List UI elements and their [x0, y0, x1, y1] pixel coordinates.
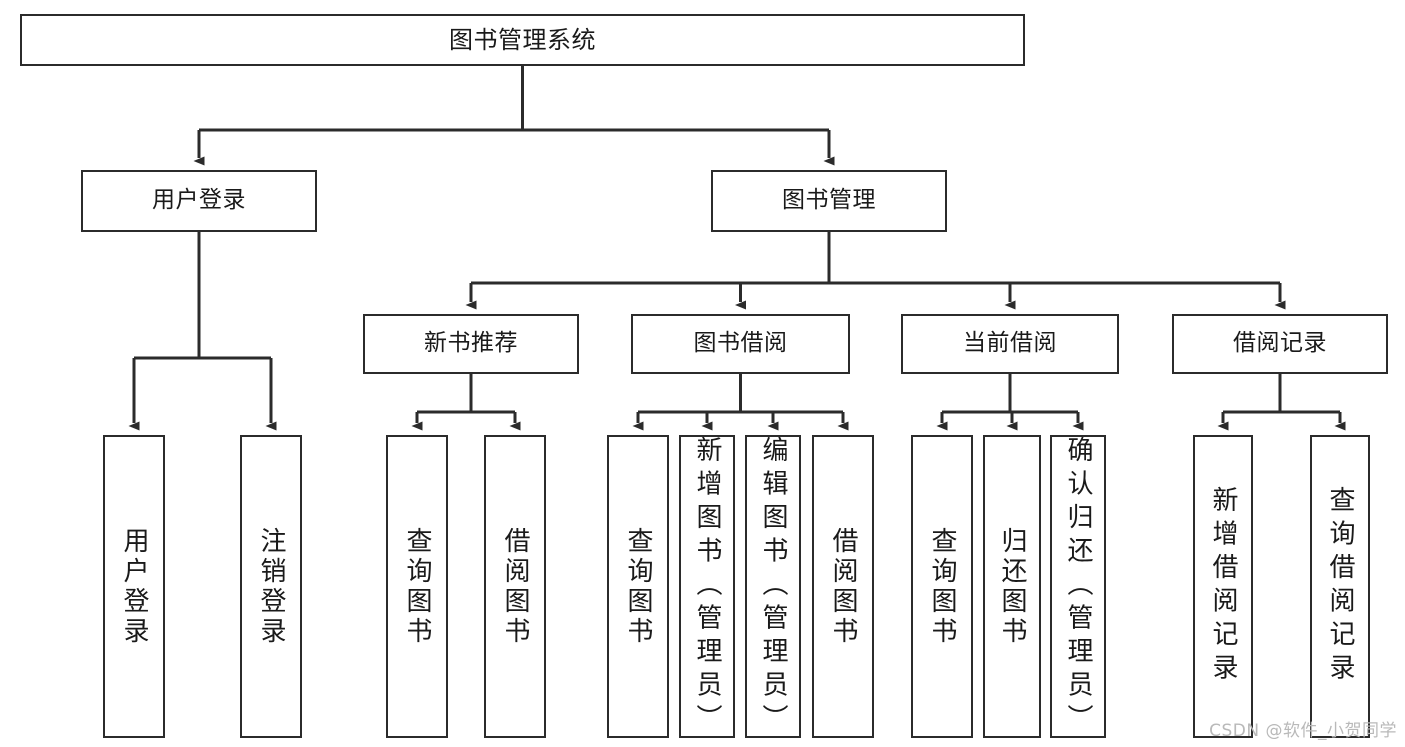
node-label: 新书推荐 — [424, 330, 518, 357]
node-label: 用户登录 — [119, 526, 149, 647]
node-leaf-user-login: 用户登录 — [103, 435, 165, 738]
node-label: 用户登录 — [152, 187, 246, 214]
node-label: 查询图书 — [927, 526, 957, 647]
node-label: 编辑图书（管理员） — [758, 435, 788, 738]
node-label: 图书借阅 — [693, 330, 788, 357]
node-leaf-query-3: 查询图书 — [911, 435, 973, 738]
node-label: 注销登录 — [256, 526, 286, 647]
node-label: 查询借阅记录 — [1325, 486, 1355, 687]
node-book-manage: 图书管理 — [711, 170, 947, 232]
node-label: 查询图书 — [623, 526, 653, 647]
node-leaf-borrow-2: 借阅图书 — [812, 435, 874, 738]
node-leaf-query-2: 查询图书 — [607, 435, 669, 738]
node-current-borrow: 当前借阅 — [901, 314, 1119, 374]
node-root: 图书管理系统 — [20, 14, 1025, 66]
node-label: 当前借阅 — [963, 330, 1057, 357]
node-leaf-add-rec: 新增借阅记录 — [1193, 435, 1253, 738]
node-leaf-return: 归还图书 — [983, 435, 1041, 738]
node-leaf-query-rec: 查询借阅记录 — [1310, 435, 1370, 738]
node-leaf-logout: 注销登录 — [240, 435, 302, 738]
node-leaf-add-book: 新增图书（管理员） — [679, 435, 735, 738]
node-label: 新增借阅记录 — [1208, 486, 1238, 687]
node-user-login: 用户登录 — [81, 170, 317, 232]
node-label: 确认归还（管理员） — [1063, 435, 1093, 738]
node-leaf-confirm: 确认归还（管理员） — [1050, 435, 1106, 738]
node-label: 新增图书（管理员） — [692, 435, 722, 738]
node-label: 借阅图书 — [828, 526, 858, 647]
node-book-borrow: 图书借阅 — [631, 314, 850, 374]
csdn-watermark: CSDN @软件_小贺同学 — [1209, 721, 1397, 741]
node-label: 图书管理系统 — [449, 25, 596, 54]
node-new-book-rec: 新书推荐 — [363, 314, 579, 374]
node-label: 归还图书 — [997, 526, 1027, 647]
node-label: 借阅图书 — [500, 526, 530, 647]
node-leaf-query-1: 查询图书 — [386, 435, 448, 738]
node-label: 图书管理 — [782, 187, 876, 214]
node-borrow-record: 借阅记录 — [1172, 314, 1388, 374]
node-label: 借阅记录 — [1233, 330, 1327, 357]
node-leaf-borrow-1: 借阅图书 — [484, 435, 546, 738]
node-label: 查询图书 — [402, 526, 432, 647]
node-leaf-edit-book: 编辑图书（管理员） — [745, 435, 801, 738]
